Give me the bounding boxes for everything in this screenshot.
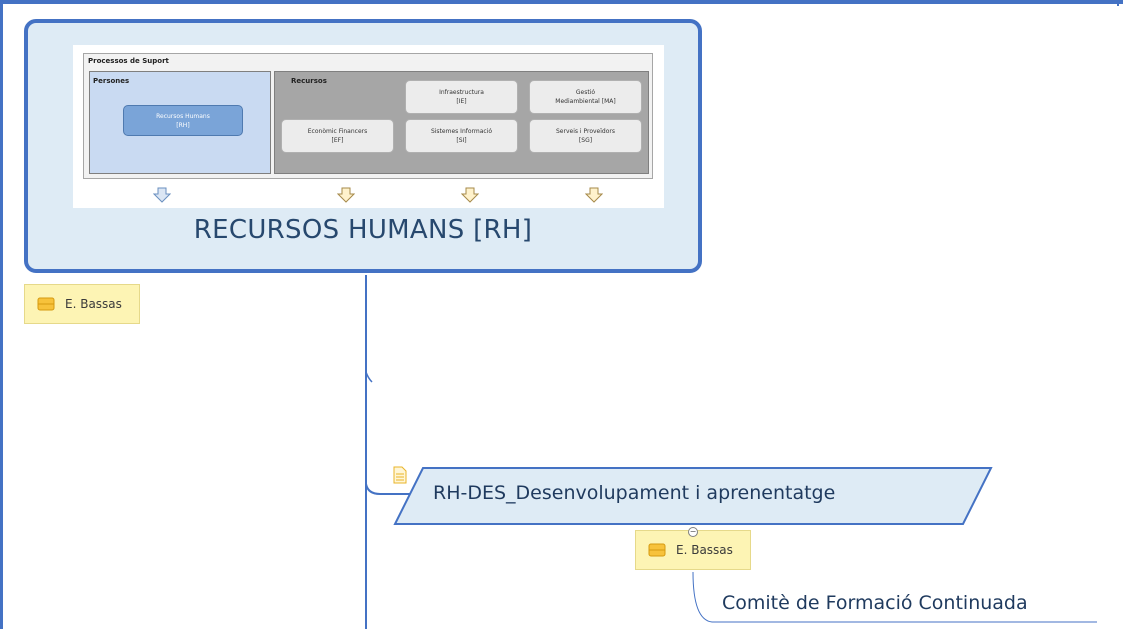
- diagram-box-sistemes-informacio: Sistemes Informació [SI]: [405, 119, 518, 153]
- diagram-persones-panel: Persones Recursos Humans [RH]: [89, 71, 271, 174]
- collapse-toggle-icon[interactable]: −: [688, 527, 698, 537]
- diagram-header: Processos de Suport: [88, 57, 169, 65]
- topic-shape: [393, 467, 993, 525]
- diagram-box-infraestructura: Infraestructura [IE]: [405, 80, 518, 114]
- down-arrow-icon: [461, 187, 479, 203]
- down-arrow-icon: [585, 187, 603, 203]
- window-frame-top: [0, 0, 1123, 4]
- diagram-processos-suport: Processos de Suport Persones Recursos Hu…: [83, 53, 653, 179]
- subtopic-comite-formacio[interactable]: Comitè de Formació Continuada: [722, 592, 1028, 614]
- central-topic-title: RECURSOS HUMANS [RH]: [193, 215, 533, 245]
- note-icon: [37, 297, 55, 311]
- central-topic[interactable]: Processos de Suport Persones Recursos Hu…: [24, 19, 702, 273]
- topic-rh-des[interactable]: RH-DES_Desenvolupament i aprenentatge: [393, 466, 993, 526]
- down-arrow-icon: [153, 187, 171, 203]
- callout-note[interactable]: E. Bassas: [24, 284, 140, 324]
- window-frame-left: [0, 0, 3, 629]
- diagram-box-economic-financers: Econòmic Financers [EF]: [281, 119, 394, 153]
- diagram-rh-button: Recursos Humans [RH]: [123, 105, 243, 136]
- note-label: E. Bassas: [676, 543, 733, 557]
- note-label: E. Bassas: [65, 297, 122, 311]
- document-icon[interactable]: [393, 466, 407, 484]
- diagram-recursos-label: Recursos: [291, 77, 327, 85]
- diagram-recursos-panel: Recursos Infraestructura [IE] Gestió Med…: [274, 71, 649, 174]
- note-icon: [648, 543, 666, 557]
- central-topic-image: Processos de Suport Persones Recursos Hu…: [73, 45, 664, 208]
- diagram-persones-label: Persones: [93, 77, 130, 85]
- diagram-box-serveis-proveidors: Serveis i Proveïdors [SG]: [529, 119, 642, 153]
- diagram-box-gestio-mediambiental: Gestió Mediambiental [MA]: [529, 80, 642, 114]
- window-frame-right: [1117, 0, 1119, 6]
- topic-label: RH-DES_Desenvolupament i aprenentatge: [433, 482, 836, 504]
- down-arrow-icon: [337, 187, 355, 203]
